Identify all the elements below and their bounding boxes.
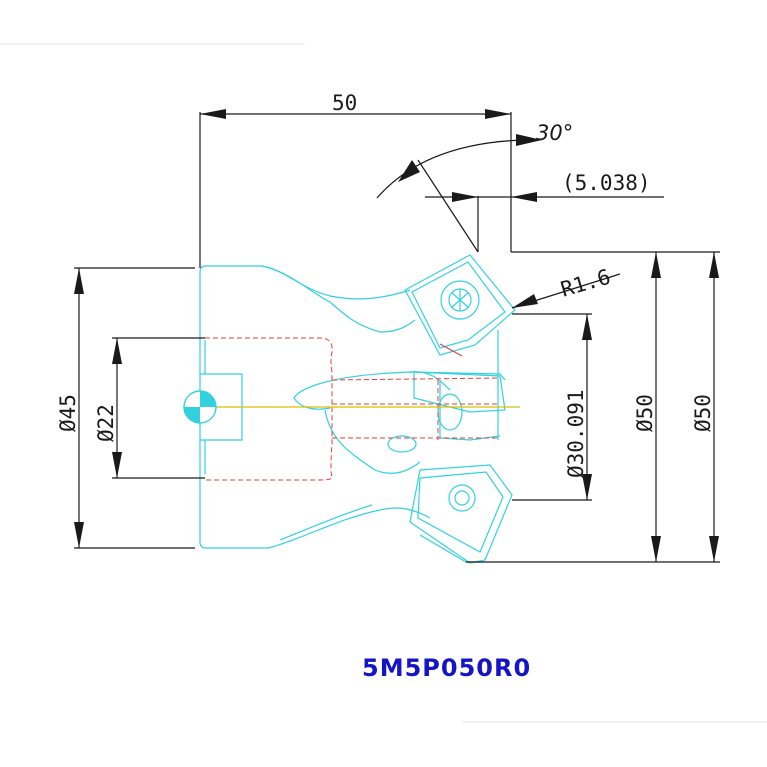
dim-dia-bore-value: Ø22	[94, 404, 118, 442]
dim-angle: 30°	[376, 121, 573, 253]
dim-offset: (5.038)	[425, 171, 664, 252]
dim-dia-shank: Ø45	[56, 267, 195, 549]
dim-dia-inner-value: Ø30.091	[564, 389, 588, 478]
dim-length-value: 50	[332, 91, 357, 115]
dim-dia-inner: Ø30.091	[512, 313, 592, 501]
dim-dia-bore: Ø22	[94, 337, 205, 479]
model-label: 5M5P050R0	[362, 654, 531, 682]
tool-body-outline	[199, 254, 516, 564]
hidden-lines	[205, 337, 501, 481]
dim-dia-shank-value: Ø45	[56, 394, 80, 432]
dim-dia-cut-1: Ø50	[466, 251, 720, 563]
dim-angle-value: 30°	[536, 121, 573, 145]
dim-radius-value: R1.6	[558, 265, 613, 302]
origin-marker	[183, 390, 217, 424]
dim-radius: R1.6	[511, 265, 621, 309]
dim-dia-cut-2: Ø50	[691, 252, 719, 562]
dim-offset-value: (5.038)	[562, 171, 651, 195]
dim-dia-cut-2-value: Ø50	[691, 394, 715, 432]
dim-dia-cut-1-value: Ø50	[633, 394, 657, 432]
dim-length: 50	[199, 91, 512, 268]
